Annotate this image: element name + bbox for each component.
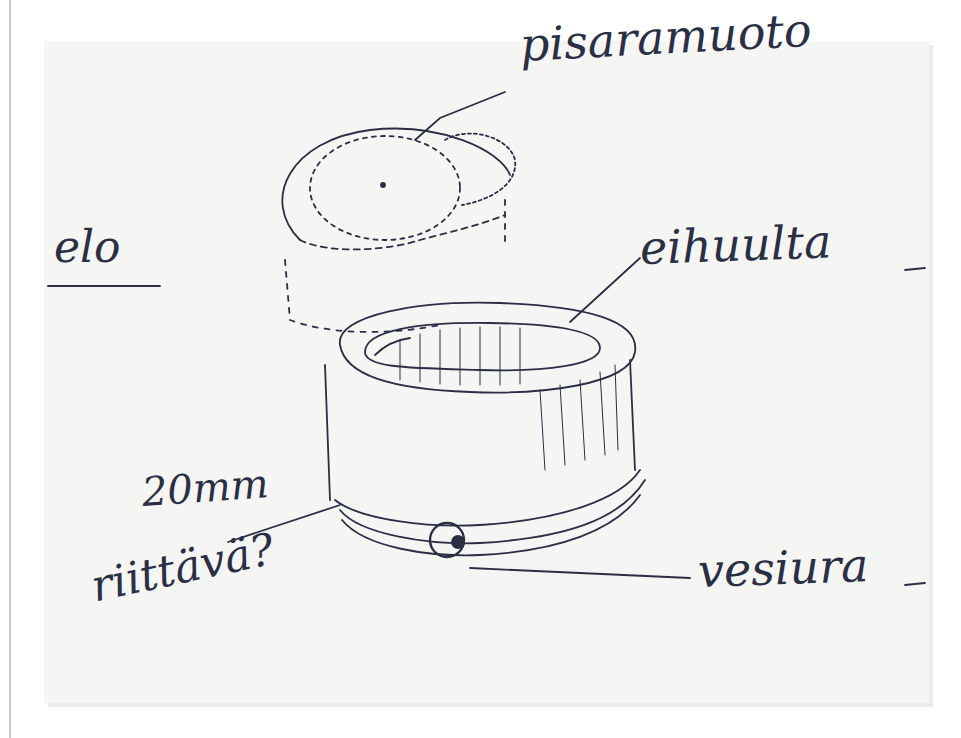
- groove-line: [342, 495, 640, 555]
- leader-line: [570, 258, 640, 322]
- handwritten-note: elo: [54, 225, 121, 269]
- page-edge: [9, 0, 11, 738]
- lid-side: [285, 260, 440, 332]
- water-groove: [452, 536, 464, 548]
- paper-sheet: [44, 41, 929, 703]
- groove-line: [340, 480, 645, 543]
- ring-bottom: [335, 470, 640, 526]
- ring-opening-edge: [375, 338, 410, 355]
- underline: [48, 285, 160, 287]
- handwritten-note: 20mm: [141, 463, 270, 512]
- teardrop-shape: [445, 134, 515, 205]
- water-groove: [430, 523, 464, 557]
- leader-line: [470, 568, 690, 578]
- handwritten-note: vesiura: [697, 542, 869, 594]
- ring-side: [630, 360, 635, 470]
- inner-hatching: [400, 327, 520, 385]
- handwritten-note: eihuulta: [639, 218, 832, 271]
- side-hatching: [540, 365, 618, 470]
- pen-dash: [905, 268, 925, 585]
- leader-line: [415, 92, 505, 140]
- lid-inner: [310, 136, 460, 240]
- lid-side: [504, 200, 506, 245]
- pen-lines: [48, 92, 925, 585]
- lid-outline: [282, 129, 510, 240]
- lid-outline: [300, 215, 505, 249]
- ring-top: [340, 303, 636, 393]
- handwritten-note: pisaramuoto: [519, 7, 813, 68]
- ring-side: [325, 365, 330, 500]
- lid-center: [381, 183, 385, 187]
